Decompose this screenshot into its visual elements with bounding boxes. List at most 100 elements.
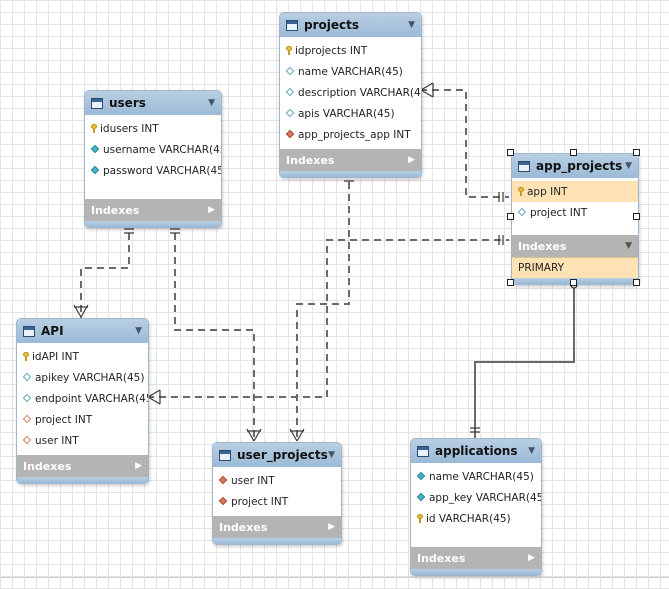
column-row[interactable]: apikey VARCHAR(45): [17, 367, 148, 388]
column-row[interactable]: project INT: [213, 491, 341, 512]
column-label: name VARCHAR(45): [298, 65, 403, 78]
diamond-filled-icon: [417, 493, 426, 502]
resize-handle-top-right[interactable]: [633, 149, 640, 156]
column-list: user INT project INT: [213, 467, 341, 516]
column-list: app INT project INT: [512, 178, 638, 227]
indexes-section[interactable]: Indexes ▶: [85, 199, 221, 221]
table-name: user_projects: [237, 448, 328, 462]
table-header[interactable]: app_projects ▼: [512, 154, 638, 178]
collapse-arrow-icon[interactable]: ▼: [625, 241, 632, 251]
collapse-arrow-icon[interactable]: ▼: [625, 161, 632, 171]
crowfoot-projects-side: [420, 82, 434, 98]
resize-handle-top-left[interactable]: [507, 149, 514, 156]
indexes-section[interactable]: Indexes ▶: [17, 455, 148, 477]
resize-handle-right[interactable]: [633, 213, 640, 220]
column-label: idAPI INT: [32, 350, 79, 363]
column-row[interactable]: password VARCHAR(45): [85, 160, 221, 181]
table-icon: [23, 325, 35, 337]
expand-right-icon[interactable]: ▶: [328, 522, 335, 532]
column-row[interactable]: endpoint VARCHAR(45): [17, 388, 148, 409]
indexes-label: Indexes: [286, 153, 335, 167]
column-row[interactable]: user INT: [213, 470, 341, 491]
table-users[interactable]: users ▼ idusers INT username VARCHAR(45)…: [84, 90, 222, 228]
table-header[interactable]: projects ▼: [280, 13, 421, 37]
fk-diamond-icon: [219, 497, 228, 506]
table-header[interactable]: applications ▼: [411, 439, 541, 463]
key-icon: [91, 124, 97, 133]
resize-handle-top[interactable]: [570, 149, 577, 156]
column-row[interactable]: user INT: [17, 430, 148, 451]
diamond-outline-icon: [518, 208, 527, 217]
indexes-section[interactable]: Indexes ▼: [512, 235, 638, 257]
spacer: [411, 533, 541, 547]
collapse-arrow-icon[interactable]: ▼: [528, 446, 535, 456]
column-label: user INT: [231, 474, 275, 487]
column-row[interactable]: project INT: [512, 202, 638, 223]
spacer: [85, 185, 221, 199]
column-row[interactable]: name VARCHAR(45): [280, 61, 421, 82]
collapse-arrow-icon[interactable]: ▼: [208, 98, 215, 108]
column-row[interactable]: id VARCHAR(45): [411, 508, 541, 529]
index-item-primary[interactable]: PRIMARY: [512, 257, 638, 278]
collapse-arrow-icon[interactable]: ▼: [135, 326, 142, 336]
indexes-section[interactable]: Indexes ▶: [411, 547, 541, 569]
resize-handle-bottom-left[interactable]: [507, 279, 514, 286]
expand-right-icon[interactable]: ▶: [135, 461, 142, 471]
one-bar-app-projects-b: [498, 235, 504, 245]
table-header[interactable]: API ▼: [17, 319, 148, 343]
column-row[interactable]: idAPI INT: [17, 346, 148, 367]
expand-right-icon[interactable]: ▶: [408, 155, 415, 165]
table-app-projects[interactable]: app_projects ▼ app INT project INT Index…: [511, 153, 639, 285]
index-item-label: PRIMARY: [518, 262, 565, 274]
key-icon: [417, 514, 423, 523]
table-name: users: [109, 96, 146, 110]
column-label: app_projects_app INT: [298, 128, 411, 141]
column-row[interactable]: description VARCHAR(45): [280, 82, 421, 103]
column-label: user INT: [35, 434, 79, 447]
one-bar-app-projects-a: [498, 192, 504, 202]
column-list: idprojects INT name VARCHAR(45) descript…: [280, 37, 421, 149]
table-api[interactable]: API ▼ idAPI INT apikey VARCHAR(45) endpo…: [16, 318, 149, 484]
resize-handle-left[interactable]: [507, 213, 514, 220]
table-header[interactable]: user_projects ▼: [213, 443, 341, 467]
expand-right-icon[interactable]: ▶: [208, 205, 215, 215]
key-icon: [518, 187, 524, 196]
rel-api-app-projects: [147, 239, 509, 398]
column-row[interactable]: app_projects_app INT: [280, 124, 421, 145]
table-applications[interactable]: applications ▼ name VARCHAR(45) app_key …: [410, 438, 542, 576]
column-label: apikey VARCHAR(45): [35, 371, 145, 384]
column-label: username VARCHAR(45): [103, 143, 222, 156]
canvas-bottom-divider: [0, 577, 669, 578]
expand-right-icon[interactable]: ▶: [528, 553, 535, 563]
indexes-label: Indexes: [91, 203, 140, 217]
fk-diamond-outline-icon: [23, 436, 32, 445]
column-row[interactable]: username VARCHAR(45): [85, 139, 221, 160]
column-row[interactable]: name VARCHAR(45): [411, 466, 541, 487]
resize-handle-bottom[interactable]: [570, 279, 577, 286]
collapse-arrow-icon[interactable]: ▼: [328, 450, 335, 460]
column-label: app_key VARCHAR(45): [429, 491, 542, 504]
diamond-outline-icon: [286, 67, 295, 76]
column-row[interactable]: app INT: [512, 181, 638, 202]
column-row[interactable]: project INT: [17, 409, 148, 430]
column-row[interactable]: app_key VARCHAR(45): [411, 487, 541, 508]
collapse-arrow-icon[interactable]: ▼: [408, 20, 415, 30]
table-projects[interactable]: projects ▼ idprojects INT name VARCHAR(4…: [279, 12, 422, 178]
column-row[interactable]: idusers INT: [85, 118, 221, 139]
rel-users-api: [80, 221, 130, 318]
table-user-projects[interactable]: user_projects ▼ user INT project INT Ind…: [212, 442, 342, 545]
column-row[interactable]: idprojects INT: [280, 40, 421, 61]
one-bar-users-a: [124, 228, 134, 234]
fk-diamond-icon: [219, 476, 228, 485]
column-row[interactable]: apis VARCHAR(45): [280, 103, 421, 124]
column-label: apis VARCHAR(45): [298, 107, 395, 120]
table-icon: [219, 449, 231, 461]
column-label: endpoint VARCHAR(45): [35, 392, 149, 405]
resize-handle-bottom-right[interactable]: [633, 279, 640, 286]
table-header[interactable]: users ▼: [85, 91, 221, 115]
indexes-section[interactable]: Indexes ▶: [280, 149, 421, 171]
column-list: idAPI INT apikey VARCHAR(45) endpoint VA…: [17, 343, 148, 455]
crowfoot-api-side: [147, 389, 161, 405]
indexes-section[interactable]: Indexes ▶: [213, 516, 341, 538]
